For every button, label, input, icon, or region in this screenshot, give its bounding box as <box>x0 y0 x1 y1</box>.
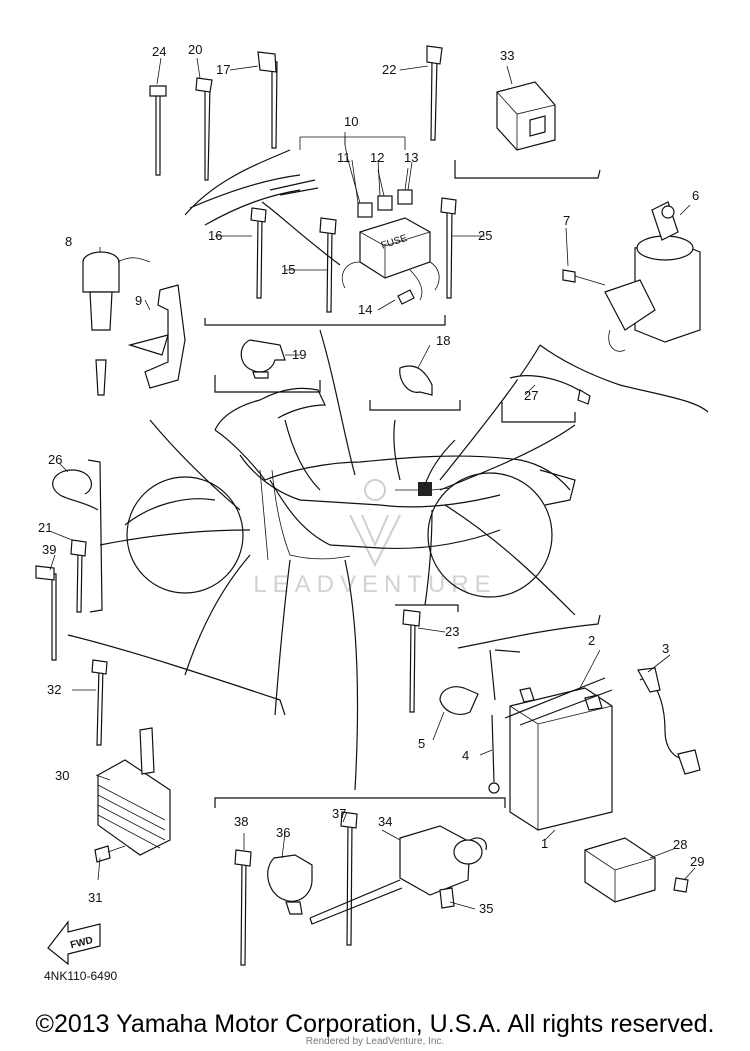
callout-36: 36 <box>276 825 290 840</box>
motorcycle-outline <box>124 387 576 598</box>
fwd-label: FWD <box>69 935 94 951</box>
fuse-box: FUSE <box>341 217 440 305</box>
callout-24: 24 <box>152 44 166 59</box>
part-code: 4NK110-6490 <box>44 969 117 983</box>
sensor-8 <box>82 251 151 396</box>
callout-32: 32 <box>47 682 61 697</box>
parts-diagram: LEADVENTURE <box>35 42 709 983</box>
callout-34: 34 <box>378 814 392 829</box>
callout-10: 10 <box>344 114 358 129</box>
callout-6: 6 <box>692 188 699 203</box>
rectifier-regulator <box>94 727 171 863</box>
copyright-notice: ©2013 Yamaha Motor Corporation, U.S.A. A… <box>35 1010 715 1038</box>
battery-cables <box>488 649 701 794</box>
callout-17: 17 <box>216 62 230 77</box>
group-brackets <box>67 149 709 808</box>
callout-28: 28 <box>673 837 687 852</box>
fwd-arrow: FWD <box>47 920 101 966</box>
callout-11: 11 <box>337 150 351 165</box>
wire-harness-top <box>189 174 341 266</box>
callout-5: 5 <box>418 736 425 751</box>
render-credit: Rendered by LeadVenture, Inc. <box>305 1036 445 1047</box>
callout-26: 26 <box>48 452 62 467</box>
callout-leaders <box>49 57 696 910</box>
leader-lines <box>99 329 576 791</box>
clamps <box>52 339 433 511</box>
relay-28 <box>584 837 689 903</box>
callout-9: 9 <box>135 293 142 308</box>
callout-15: 15 <box>281 262 295 277</box>
bracket-9 <box>127 284 186 389</box>
relay-33 <box>496 81 556 151</box>
clamp-5 <box>439 686 479 715</box>
callout-16: 16 <box>208 228 222 243</box>
callout-7: 7 <box>563 213 570 228</box>
callout-31: 31 <box>88 890 102 905</box>
callout-38: 38 <box>234 814 248 829</box>
fuses <box>299 136 413 218</box>
callout-19: 19 <box>292 347 306 362</box>
callout-23: 23 <box>445 624 459 639</box>
callout-13: 13 <box>404 150 418 165</box>
callout-3: 3 <box>662 641 669 656</box>
callout-37: 37 <box>332 806 346 821</box>
callout-33: 33 <box>500 48 514 63</box>
callout-numbers: 1 2 3 4 5 6 7 8 9 10 11 12 13 14 15 16 1… <box>38 42 704 916</box>
callout-21: 21 <box>38 520 52 535</box>
callout-18: 18 <box>436 333 450 348</box>
callout-14: 14 <box>358 302 372 317</box>
clamp-36 <box>267 854 313 915</box>
callout-8: 8 <box>65 234 72 249</box>
watermark-text: LEADVENTURE <box>253 571 496 598</box>
ignition-switch <box>562 201 701 352</box>
callout-25: 25 <box>478 228 492 243</box>
callout-35: 35 <box>479 901 493 916</box>
callout-29: 29 <box>690 854 704 869</box>
callout-39: 39 <box>42 542 56 557</box>
battery <box>504 677 613 831</box>
watermark: LEADVENTURE <box>253 479 496 598</box>
callout-20: 20 <box>188 42 202 57</box>
callout-30: 30 <box>55 768 69 783</box>
cable-ties <box>35 45 591 966</box>
callout-4: 4 <box>462 748 469 763</box>
callout-12: 12 <box>370 150 384 165</box>
callout-27: 27 <box>524 388 538 403</box>
callout-2: 2 <box>588 633 595 648</box>
sensor-34 <box>309 825 487 925</box>
callout-22: 22 <box>382 62 396 77</box>
callout-1: 1 <box>541 836 548 851</box>
